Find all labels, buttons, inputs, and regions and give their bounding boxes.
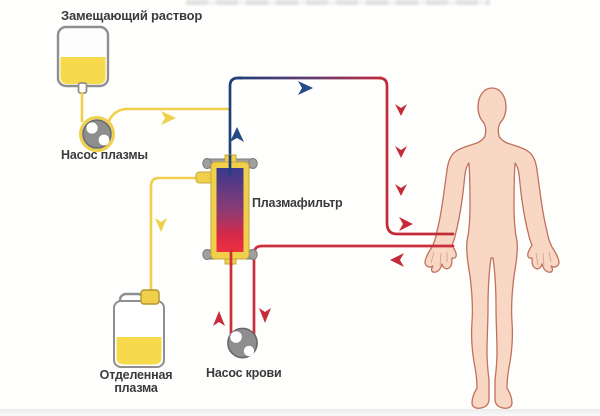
blood-pump-icon <box>227 327 258 359</box>
separated-plasma-label-line1: Отделенная <box>99 368 173 382</box>
replacement-solution-label: Замещающий раствор <box>61 8 203 23</box>
flow-arrows <box>155 81 413 326</box>
plasma-filter-label: Плазмафильтр <box>252 196 343 210</box>
return-arrow-right-icon <box>298 81 313 95</box>
return-chevron-down-2-icon <box>395 146 407 158</box>
blood-pump-label: Насос крови <box>206 366 282 380</box>
separated-plasma-label: Отделенная плазма <box>95 369 177 395</box>
separated-plasma-canister-icon <box>113 289 165 368</box>
blood-return-line <box>228 76 455 236</box>
blood-draw-line <box>229 244 455 359</box>
cropped-text-band <box>186 0 490 5</box>
draw-arrow-up-icon <box>213 311 225 326</box>
plasma-arrow-down-icon <box>155 218 167 232</box>
plasma-line-filter-to-canister <box>149 176 206 291</box>
plasma-pump-label: Насос плазмы <box>61 148 148 162</box>
return-chevron-down-1-icon <box>395 104 407 116</box>
plasma-line-bag-to-junction <box>79 92 229 152</box>
return-chevron-down-3-icon <box>395 184 407 196</box>
bottom-gray-band <box>0 409 600 416</box>
separated-plasma-label-line2: плазма <box>114 381 158 395</box>
finger-lines <box>430 251 552 267</box>
plasma-pump-icon <box>82 119 112 149</box>
return-arrow-up-icon <box>230 127 244 142</box>
plasma-filter-icon <box>195 154 258 265</box>
plasma-arrow-right-icon <box>161 111 176 125</box>
replacement-solution-bag-icon <box>56 25 110 94</box>
patient-body <box>424 87 560 409</box>
draw-arrow-down-icon <box>259 308 271 323</box>
draw-arrow-left-icon <box>390 253 404 267</box>
return-arrow-right-icon-2 <box>399 217 413 231</box>
